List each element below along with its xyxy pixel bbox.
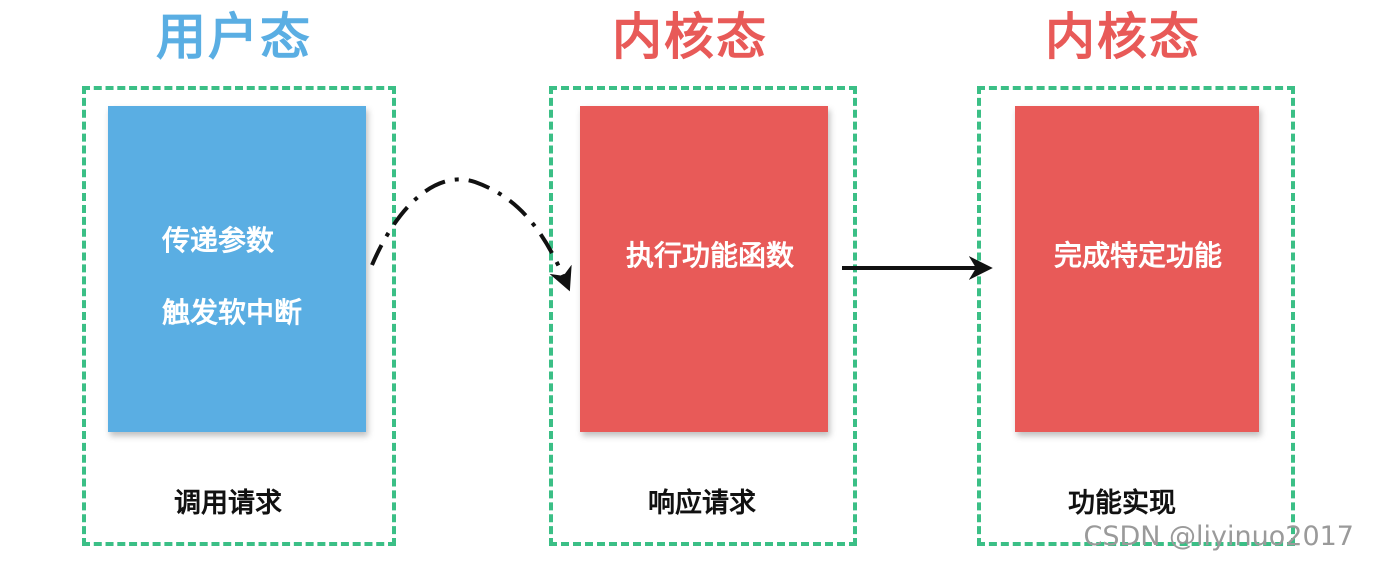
frame-user-mode: [82, 86, 396, 546]
frame-kernel-mode-2: [977, 86, 1295, 546]
watermark: CSDN @liyinuo2017: [1083, 521, 1354, 552]
block-kernel-mode-1: [580, 106, 828, 432]
caption-function-implemented: 功能实现: [1068, 488, 1176, 519]
title-kernel-mode-2: 内核态: [1045, 8, 1201, 66]
title-user-mode: 用户态: [156, 8, 312, 66]
caption-respond-request: 响应请求: [648, 488, 756, 519]
block-text-pass-params: 传递参数: [162, 224, 275, 257]
block-text-execute-function: 执行功能函数: [626, 239, 795, 272]
caption-call-request: 调用请求: [174, 488, 282, 519]
block-text-soft-interrupt: 触发软中断: [162, 296, 303, 329]
block-kernel-mode-2: [1015, 106, 1259, 432]
block-user-mode: [108, 106, 366, 432]
block-text-complete-function: 完成特定功能: [1054, 239, 1223, 272]
title-kernel-mode-1: 内核态: [612, 8, 768, 66]
frame-kernel-mode-1: [549, 86, 857, 546]
arrow-syscall-trap: [370, 177, 572, 292]
